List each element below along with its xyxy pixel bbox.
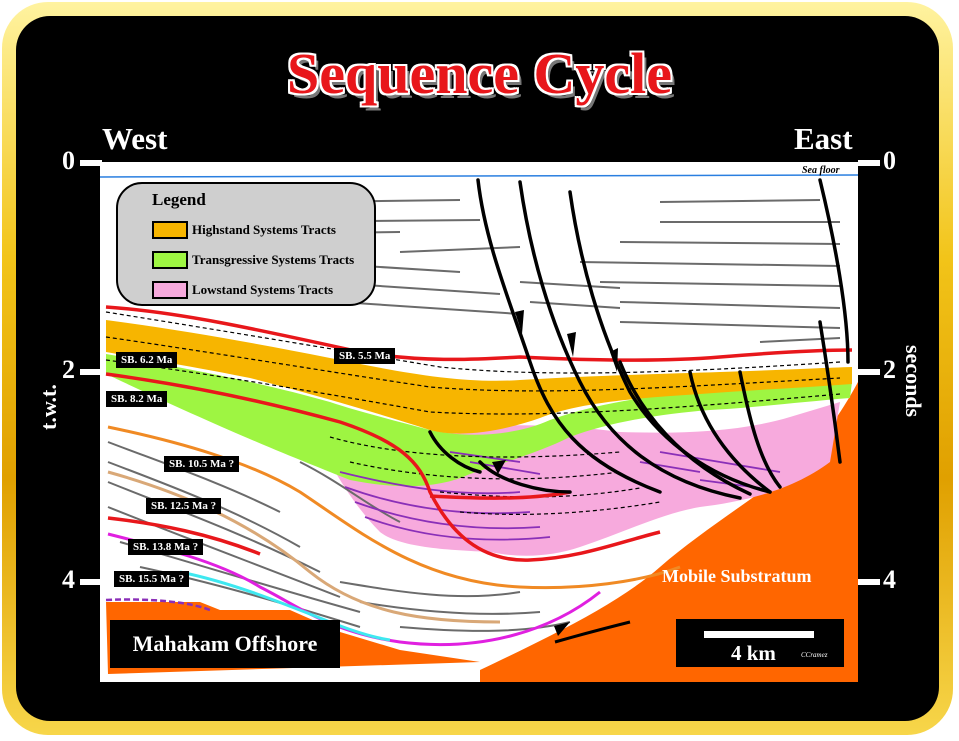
sb-15-5-label: SB. 15.5 Ma ? [114, 571, 190, 587]
west-label: West [102, 121, 168, 156]
dashed-purple-base [105, 598, 211, 612]
legend-item-lowstand: Lowstand Systems Tracts [152, 280, 333, 300]
sb-6-2-label: SB. 6.2 Ma [116, 352, 178, 368]
cross-section-panel: Sea floor Legend Highstand Systems Tract… [100, 162, 858, 682]
sb-5-5-label: SB. 5.5 Ma [334, 348, 396, 364]
sb-12-5-label: SB. 12.5 Ma ? [146, 498, 222, 514]
left-tick-0: 0 [62, 146, 75, 175]
legend-item-transgressive: Transgressive Systems Tracts [152, 250, 354, 270]
page-title: Sequence Cycle [287, 41, 672, 106]
mobile-substratum-label: Mobile Substratum [662, 566, 812, 586]
sea-floor-line [100, 174, 858, 178]
sb-13-8-label: SB. 13.8 Ma ? [128, 539, 204, 555]
left-tick-mark-0 [80, 160, 102, 166]
fault-arrows [492, 310, 618, 636]
lowstand-swatch [152, 281, 188, 299]
legend-item-highstand: Highstand Systems Tracts [152, 220, 336, 240]
left-tick-2: 2 [62, 355, 75, 384]
sb-8-2-label: SB. 8.2 Ma [106, 391, 168, 407]
transgressive-tract [106, 354, 852, 487]
east-label: East [794, 121, 853, 156]
growth-faults [428, 178, 850, 500]
left-axis-label: t.w.t. [36, 384, 61, 430]
sea-floor-label: Sea floor [802, 165, 840, 176]
mobile-substratum-shape [480, 382, 858, 682]
gray-reflectors-lower [107, 441, 571, 632]
right-tick-0: 0 [883, 146, 896, 175]
orange-horizon [107, 425, 681, 590]
red-sequence-boundaries [105, 305, 853, 562]
left-tick-mark-4 [80, 579, 102, 585]
scale-label: 4 km [731, 641, 776, 665]
right-tick-mark-2 [858, 369, 880, 375]
legend-label-transgressive: Transgressive Systems Tracts [192, 252, 355, 267]
legend-title: Legend [152, 190, 206, 209]
scale-bar [704, 631, 814, 638]
highstand-swatch [152, 221, 188, 239]
legend-label-highstand: Highstand Systems Tracts [192, 222, 336, 237]
scale-bar-box: 4 km CCramez [676, 619, 844, 667]
right-tick-2: 2 [883, 355, 896, 384]
location-label: Mahakam Offshore [110, 620, 340, 668]
legend-box: Legend Highstand Systems Tracts Transgre… [116, 182, 376, 306]
right-tick-mark-4 [858, 579, 880, 585]
basal-thrust [554, 620, 631, 644]
transgressive-swatch [152, 251, 188, 269]
legend-label-lowstand: Lowstand Systems Tracts [192, 282, 334, 297]
cyan-horizon [179, 570, 391, 642]
right-tick-4: 4 [883, 565, 896, 594]
right-axis-label: seconds [901, 345, 926, 418]
tan-horizon [107, 470, 501, 624]
sb-10-5-label: SB. 10.5 Ma ? [164, 456, 240, 472]
left-tick-mark-2 [80, 369, 102, 375]
right-tick-mark-0 [858, 160, 880, 166]
credit-label: CCramez [801, 651, 828, 659]
highstand-tract [106, 320, 852, 434]
left-tick-4: 4 [62, 565, 75, 594]
